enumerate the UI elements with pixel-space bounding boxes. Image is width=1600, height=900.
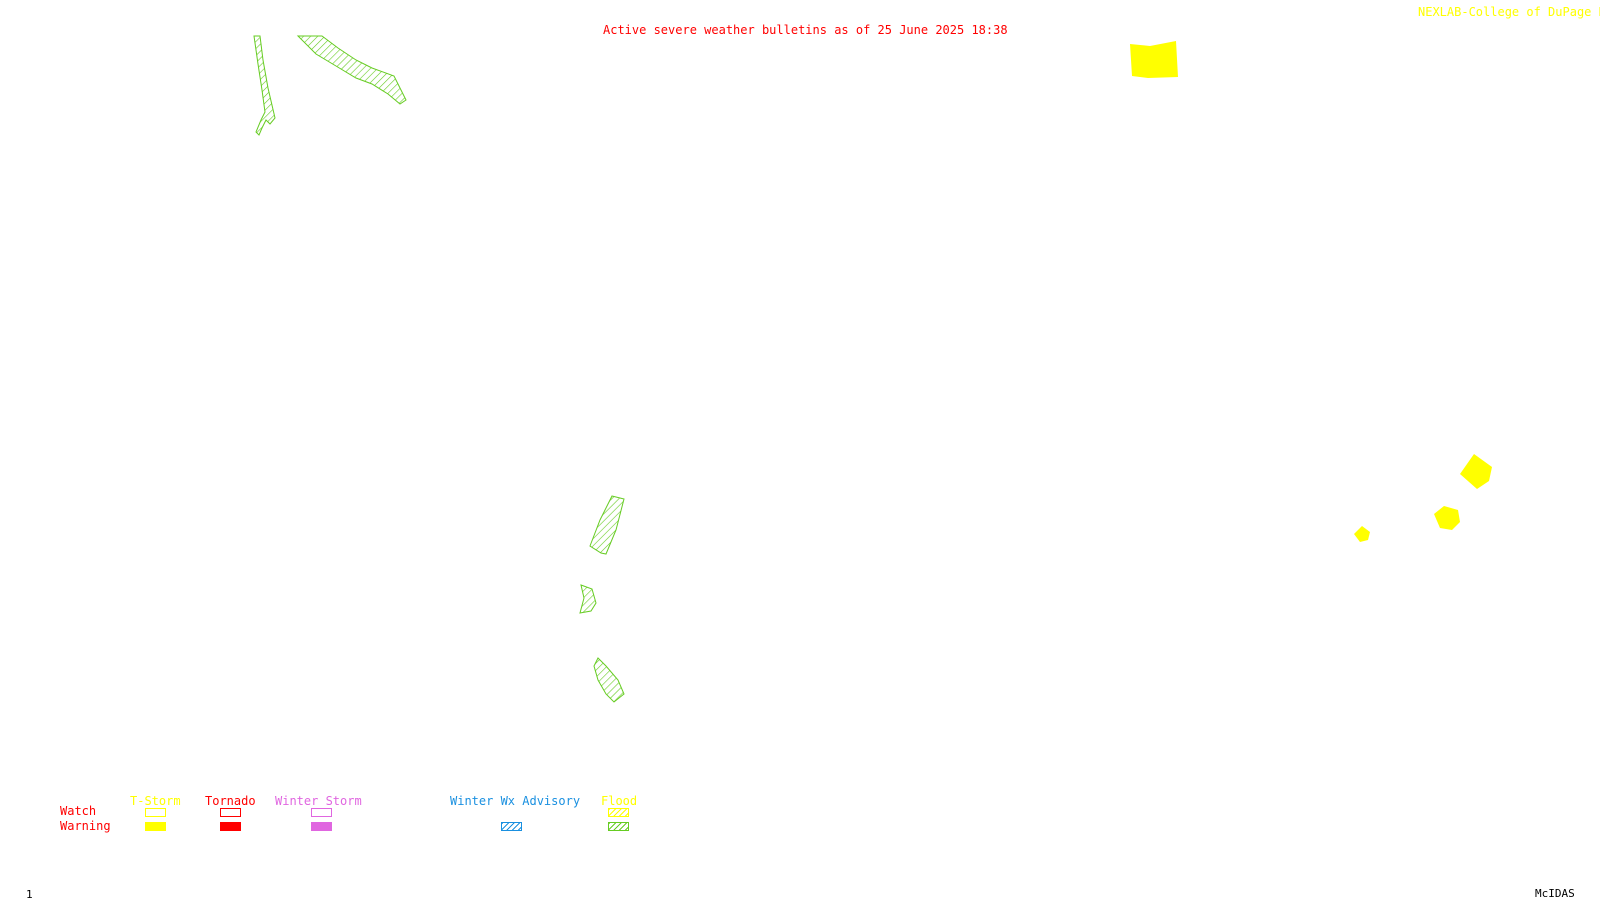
legend-swatch-winter-wx-advisory [501, 822, 522, 831]
legend-swatch-winter-storm-watch [311, 808, 332, 817]
frame-number: 1 [26, 888, 33, 900]
legend-label-winter-storm: Winter Storm [275, 794, 362, 808]
flood-warning-polygon [296, 35, 407, 105]
legend-swatch-flood-warning [608, 822, 629, 831]
legend-swatch-tornado-watch [220, 808, 241, 817]
flood-warning-areas [253, 35, 625, 703]
source-credit: NEXLAB-College of DuPage R [1418, 5, 1600, 19]
legend-swatch-tstorm-warning [145, 822, 166, 831]
legend-swatch-tstorm-watch [145, 808, 166, 817]
tstorm-warning-polygon [1460, 454, 1492, 489]
legend-swatch-tornado-warning [220, 822, 241, 831]
legend-label-flood: Flood [601, 794, 638, 808]
legend-swatch-winter-storm-warning [311, 822, 332, 831]
flood-warning-polygon [253, 35, 276, 136]
legend-swatch-flood-watch [608, 808, 629, 817]
flood-warning-polygon [589, 495, 625, 555]
bulletin-title: Active severe weather bulletins as of 25… [603, 23, 1008, 37]
flood-warning-polygon [593, 657, 625, 703]
legend-row-watch-label: Watch [60, 804, 97, 818]
software-label: McIDAS [1535, 887, 1575, 900]
tstorm-warning-polygon [1434, 506, 1460, 530]
tstorm-warning-areas [1130, 41, 1492, 542]
legend-row-warning-label: Warning [60, 819, 111, 833]
legend-label-tornado: Tornado [205, 794, 256, 808]
legend-label-winter-wx-advisory: Winter Wx Advisory [450, 794, 581, 808]
tstorm-warning-polygon [1354, 526, 1370, 542]
flood-warning-polygon [579, 584, 597, 614]
tstorm-warning-polygon [1130, 41, 1178, 78]
legend-label-tstorm: T-Storm [130, 794, 181, 808]
